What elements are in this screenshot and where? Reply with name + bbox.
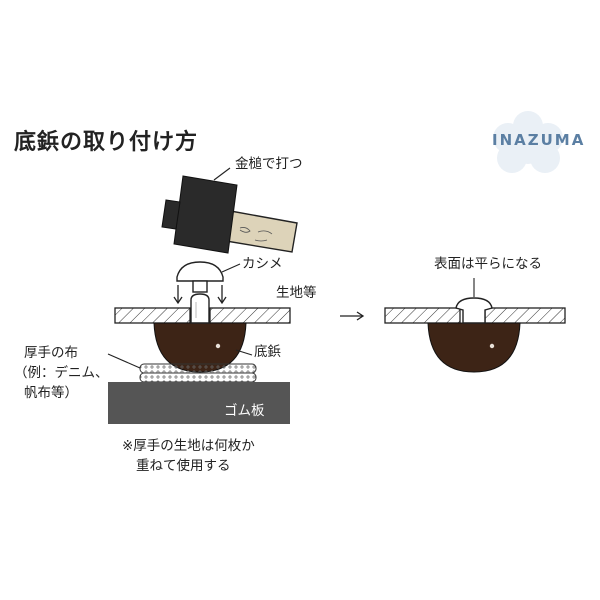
down-arrows	[173, 285, 227, 305]
label-rubber-board: ゴム板	[224, 403, 265, 419]
label-thick-cloth-line3: 帆布等）	[24, 385, 78, 401]
note-line2: 重ねて使用する	[136, 458, 231, 474]
label-thick-cloth-line2: （例：デニム、	[14, 365, 109, 381]
label-surface-flat: 表面は平らになる	[434, 256, 542, 272]
brand-flower-icon	[493, 111, 563, 173]
label-hammer: 金槌で打つ	[235, 156, 303, 172]
note-line1: ※厚手の生地は何枚か	[122, 438, 255, 454]
label-thick-cloth-line1: 厚手の布	[24, 345, 78, 361]
leader-lines	[213, 167, 253, 356]
page-title: 底鋲の取り付け方	[14, 130, 199, 155]
rivet-base-right	[427, 278, 521, 373]
rubber-board	[108, 382, 290, 424]
label-kashime: カシメ	[242, 256, 283, 272]
fabric-layer-left	[114, 307, 291, 324]
brand-logo: INAZUMA	[492, 131, 586, 149]
label-fabric: 生地等	[276, 285, 317, 301]
hammer-icon	[161, 175, 298, 254]
thick-cloth-layers	[107, 353, 257, 383]
result-arrow	[340, 311, 365, 321]
rivet-base-left	[153, 293, 247, 373]
label-rivet-base: 底鋲	[254, 344, 281, 360]
kashime-cap-icon	[176, 261, 224, 293]
